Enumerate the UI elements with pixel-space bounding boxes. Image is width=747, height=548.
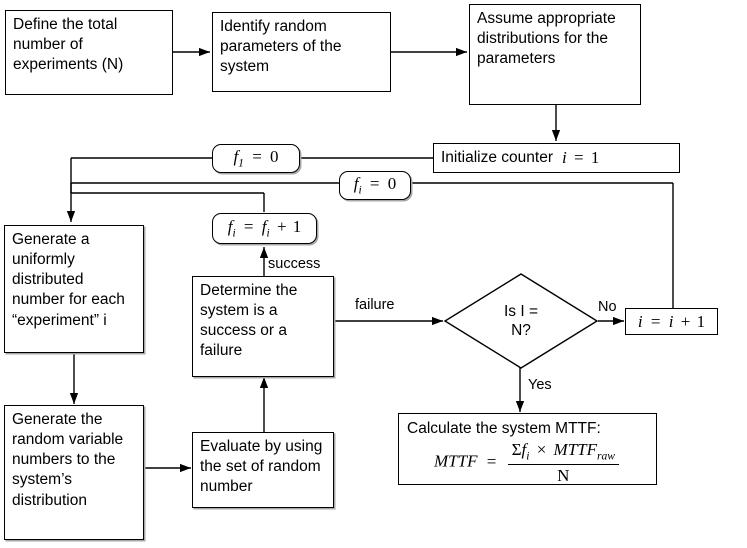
node-initialize-counter-math: i = 1 <box>562 148 600 168</box>
node-i-increment[interactable]: i = i + 1 <box>625 308 718 335</box>
node-identify-random-parameters-label: Identify random parameters of the system <box>220 18 342 76</box>
node-generate-uniform[interactable]: Generate a uniformly distributed number … <box>4 225 144 353</box>
node-evaluate-random-set-label: Evaluate by using the set of random numb… <box>200 438 323 496</box>
node-fi-equals-zero[interactable]: fi = 0 <box>339 171 411 200</box>
node-determine-success-or-failure-label: Determine the system is a success or a f… <box>200 282 298 360</box>
node-calculate-mttf[interactable]: Calculate the system MTTF: MTTF = Σfi × … <box>398 413 657 485</box>
decision-label-line2: N? <box>511 322 531 339</box>
edge-label-success: success <box>268 256 321 272</box>
node-initialize-counter-label: Initialize counter <box>441 149 554 167</box>
mttf-fraction: Σfi × MTTFraw N <box>507 440 619 485</box>
node-assume-distributions-label: Assume appropriate distributions for the… <box>477 10 616 68</box>
node-fi-equals-zero-math: fi = 0 <box>353 174 397 197</box>
edge-label-no: No <box>598 299 617 315</box>
node-initialize-counter[interactable]: Initialize counter i = 1 <box>433 143 680 173</box>
node-i-increment-math: i = i + 1 <box>637 311 706 331</box>
edge-label-failure: failure <box>355 297 395 313</box>
mttf-denominator: N <box>557 465 570 485</box>
node-fi-increment[interactable]: fi = fi + 1 <box>212 213 317 244</box>
mttf-numerator: Σfi × MTTFraw <box>507 440 619 465</box>
node-define-total-experiments[interactable]: Define the total number of experiments (… <box>5 10 173 95</box>
node-generate-random-variables-label: Generate the random variable numbers to … <box>12 411 124 509</box>
node-identify-random-parameters[interactable]: Identify random parameters of the system <box>212 12 391 92</box>
node-f1-equals-zero-math: f1 = 0 <box>233 147 279 170</box>
diamond-shape <box>443 273 599 369</box>
node-evaluate-random-set[interactable]: Evaluate by using the set of random numb… <box>192 432 334 508</box>
node-decision-is-i-equals-n[interactable]: Is I = N? <box>443 272 599 370</box>
mttf-formula: MTTF = Σfi × MTTFraw N <box>405 440 650 485</box>
decision-label-line1: Is I = <box>503 303 539 320</box>
node-generate-uniform-label: Generate a uniformly distributed number … <box>12 231 125 329</box>
node-define-total-experiments-label: Define the total number of experiments (… <box>13 16 124 74</box>
mttf-title-label: Calculate the system MTTF: <box>407 420 601 437</box>
node-f1-equals-zero[interactable]: f1 = 0 <box>212 144 300 173</box>
node-determine-success-or-failure[interactable]: Determine the system is a success or a f… <box>192 276 334 377</box>
node-generate-random-variables[interactable]: Generate the random variable numbers to … <box>4 405 144 540</box>
node-assume-distributions[interactable]: Assume appropriate distributions for the… <box>469 4 641 105</box>
node-fi-increment-math: fi = fi + 1 <box>227 217 302 240</box>
edge-label-yes: Yes <box>528 377 552 393</box>
